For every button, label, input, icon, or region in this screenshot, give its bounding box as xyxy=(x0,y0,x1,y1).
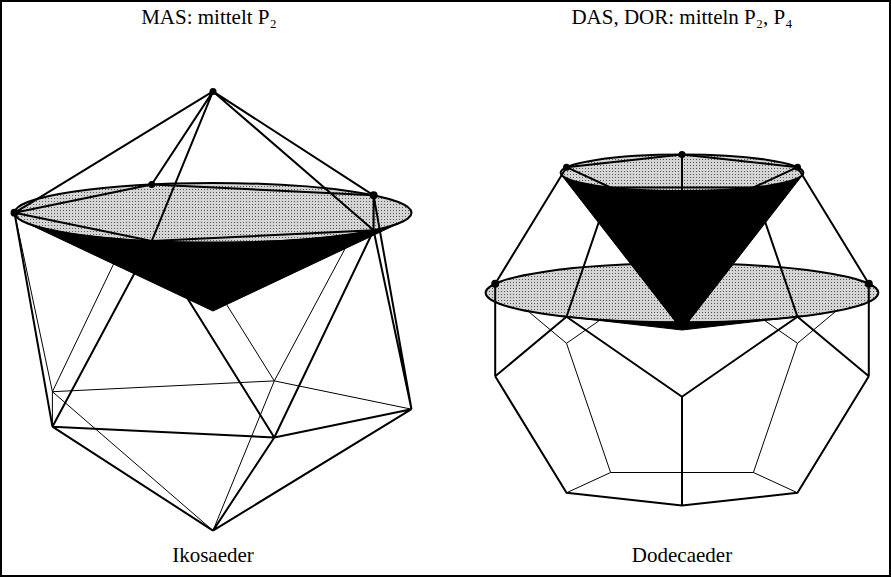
panel-title: MAS: mittelt P₂ xyxy=(141,5,277,30)
vertex-dot xyxy=(794,164,801,171)
magic-angle-cone xyxy=(24,222,402,311)
vertex-dot xyxy=(148,181,155,188)
vertex-dot xyxy=(210,88,217,95)
shape-name: Dodecaeder xyxy=(632,543,732,568)
visible-edges xyxy=(495,155,869,506)
vertex-dot xyxy=(679,151,686,158)
panel-title: DAS, DOR: mitteln P₂, P₄ xyxy=(571,5,792,30)
vertex-dot xyxy=(865,280,873,288)
shape-name: Ikosaeder xyxy=(172,543,254,568)
vertex-dot xyxy=(491,280,499,288)
vertex-dot xyxy=(370,191,378,199)
vertex-dot xyxy=(563,164,570,171)
vertex-dot xyxy=(11,209,19,217)
visible-edges xyxy=(15,91,412,530)
